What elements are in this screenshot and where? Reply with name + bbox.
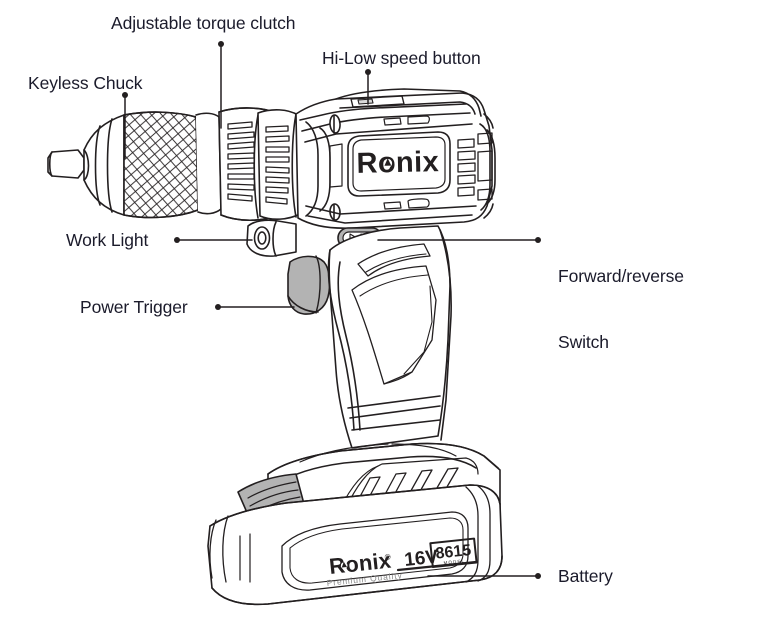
callout-leader-lines [122,41,541,579]
callout-label-forward-reverse-switch-line1: Forward/reverse [558,266,684,286]
drill-body-housing [295,88,496,229]
callout-label-adjustable-torque-clutch: Adjustable torque clutch [111,13,296,33]
adjustable-torque-clutch-part [218,107,301,222]
drill-handle [327,225,452,449]
svg-text:MODEL: MODEL [443,558,465,565]
keyless-chuck-part [47,111,222,219]
battery-part [207,442,503,606]
callout-label-forward-reverse-switch-line2: Switch [558,332,609,352]
callout-label-power-trigger: Power Trigger [80,297,188,317]
power-trigger-part [287,255,331,315]
work-light-part [246,219,297,257]
callout-label-battery: Battery [558,566,613,586]
chuck-knurl-texture [124,112,198,218]
svg-text:8615: 8615 [435,542,472,563]
callout-label-work-light: Work Light [66,230,149,250]
body-brand-logo: Ronix [356,146,439,180]
callout-label-forward-reverse-switch: Forward/reverse Switch [558,221,684,397]
svg-text:Ronix: Ronix [356,146,439,180]
callout-label-hi-low-speed-button: Hi-Low speed button [322,48,481,68]
svg-text:®: ® [384,552,391,562]
callout-label-keyless-chuck: Keyless Chuck [28,73,143,93]
